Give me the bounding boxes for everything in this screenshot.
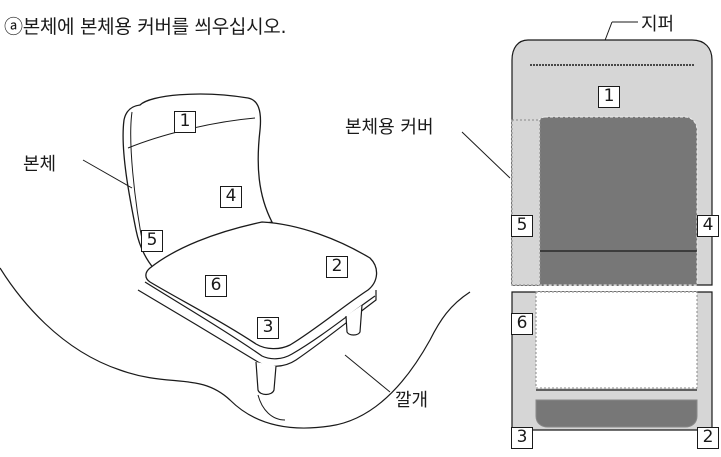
cover-marker-3: 3 <box>511 427 533 449</box>
cover-marker-4: 4 <box>697 215 719 237</box>
body-cover-label: 본체용 커버 <box>345 117 434 138</box>
instruction-text: ⓐ본체에 본체용 커버를 씌우십시오. <box>4 16 287 38</box>
cover-inner-panel <box>535 116 698 286</box>
body-leader-line <box>82 159 133 189</box>
mat-outline <box>0 267 471 429</box>
chair-leg-right <box>345 304 363 336</box>
chair-leg-front <box>255 361 277 396</box>
chair-seat <box>145 221 378 350</box>
cover-lower-panel <box>535 399 698 428</box>
chair-marker-6: 6 <box>205 275 227 297</box>
cover-marker-2: 2 <box>697 427 719 449</box>
cover-marker-1: 1 <box>598 86 620 108</box>
chair-marker-1: 1 <box>174 111 196 133</box>
cover-marker-5: 5 <box>511 215 533 237</box>
chair-marker-4: 4 <box>220 186 242 208</box>
chair-seat-edge <box>144 281 376 360</box>
mat-edge <box>257 394 286 421</box>
chair-marker-5: 5 <box>141 230 163 252</box>
mat-label: 깔개 <box>395 390 429 411</box>
cover-marker-6: 6 <box>511 313 533 335</box>
cover-side-flap <box>511 119 541 286</box>
body-label: 본체 <box>23 154 57 175</box>
chair-marker-3: 3 <box>257 317 279 339</box>
mat-leader-line <box>344 354 391 393</box>
zipper-label: 지퍼 <box>641 14 675 35</box>
chair-marker-2: 2 <box>326 256 348 278</box>
cover-leader-line <box>461 131 511 179</box>
cover-lower-white <box>535 291 698 389</box>
chair-back-inner <box>130 111 145 251</box>
